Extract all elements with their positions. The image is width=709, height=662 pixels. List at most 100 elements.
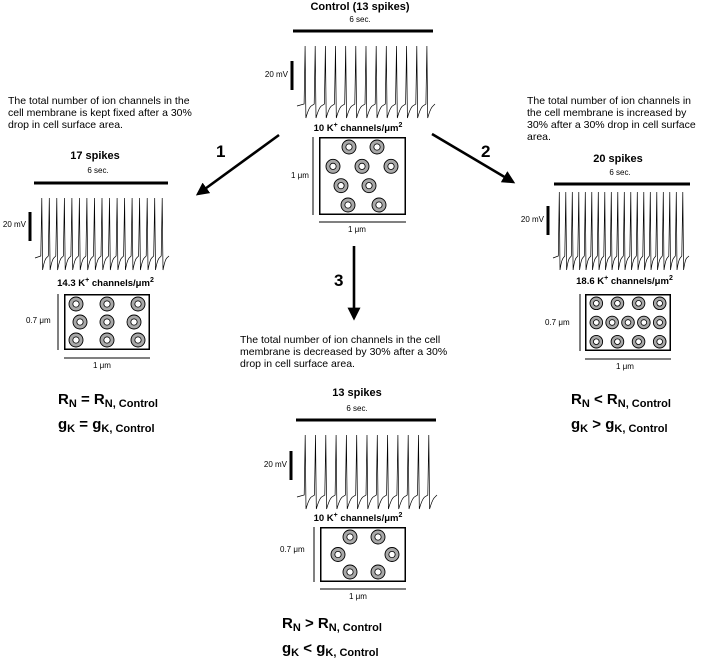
ion-channel [384,547,400,562]
ion-channel [68,296,84,312]
left-time-bar [34,181,168,185]
ion-channel [130,296,146,312]
bottom-height-label: 0.7 μm [280,545,305,554]
right-resistance-equation: RN < RN, Control [571,391,671,410]
ion-channel [637,315,651,330]
bottom-membrane-patch [320,527,406,582]
ion-channel [631,334,646,349]
right-time-bar [554,182,690,186]
left-conductance-equation: gK = gK, Control [58,416,155,435]
arrow-2-label: 2 [481,142,491,161]
arrow-3-label: 3 [334,271,344,290]
control-height-bracket [312,137,314,215]
left-description: The total number of ion channels in the … [8,95,192,131]
ion-channel [652,334,667,349]
ion-channel [99,332,115,348]
bottom-conductance-equation: gK < gK, Control [282,640,379,659]
spike-path [552,191,690,271]
control-title: Control (13 spikes) [310,1,410,13]
left-membrane-patch [64,294,150,350]
bottom-channel-density: 10 K+ channels/μm2 [313,512,403,525]
right-height-label: 0.7 μm [545,318,570,327]
right-channel-density: 18.6 K+ channels/μm2 [576,275,673,288]
ion-channel [340,197,356,213]
ion-channel [589,334,604,349]
ion-channel [126,314,142,330]
spike-path [296,434,438,510]
bottom-voltage-scale: 20 mV [263,460,287,469]
right-width-label: 1 μm [616,362,634,371]
bottom-duration: 6 sec. [346,404,368,413]
right-spike-trace [552,191,690,271]
control-voltage-bar [290,61,294,90]
bottom-voltage-bar [289,451,293,480]
spike-path [34,197,170,271]
right-description: The total number of ion channels in the … [527,95,696,143]
left-resistance-equation: RN = RN, Control [58,391,158,410]
ion-channel [369,139,385,155]
ion-channel [99,314,115,330]
ion-channel [342,529,358,545]
ion-channel [130,332,146,348]
ion-channel [621,315,635,330]
membrane-border [319,137,406,215]
arrow-1 [195,133,280,196]
control-membrane-patch [319,137,406,215]
bottom-time-bar [296,418,436,422]
ion-channel [99,296,115,312]
arrow-1-label: 1 [216,142,226,161]
ion-channel [652,315,667,330]
ion-channel [610,334,625,349]
bottom-width-label: 1 μm [349,592,367,601]
ion-channel [605,315,619,330]
ion-channel [361,178,377,194]
ion-channel [370,529,386,545]
bottom-resistance-equation: RN > RN, Control [282,615,382,634]
right-height-bracket [579,294,581,351]
left-width-label: 1 μm [93,361,111,370]
right-voltage-bar [546,206,550,235]
left-width-bracket [64,357,150,359]
left-voltage-bar [28,212,32,241]
left-spike-trace [34,197,170,271]
left-duration: 6 sec. [87,166,109,175]
left-title: 17 spikes [70,150,120,162]
ion-channel [383,158,399,174]
left-voltage-scale: 20 mV [2,220,26,229]
control-width-label: 1 μm [348,225,366,234]
right-conductance-equation: gK > gK, Control [571,416,668,435]
control-voltage-scale: 20 mV [264,70,288,79]
ion-channel [371,197,387,213]
ion-channel [341,139,357,155]
ion-channel [370,564,386,580]
right-voltage-scale: 20 mV [520,215,544,224]
ion-channel [354,158,370,174]
ion-channel [68,332,84,348]
control-spike-trace [296,45,436,119]
ion-channel [652,296,667,311]
ion-channel [72,314,88,330]
ion-channel [333,178,349,194]
bottom-description: The total number of ion channels in the … [240,334,448,370]
ion-channel [342,564,358,580]
control-time-bar [293,29,433,33]
right-title: 20 spikes [593,153,643,165]
arrow-2 [431,132,516,184]
control-height-label: 1 μm [291,171,309,180]
right-duration: 6 sec. [609,168,631,177]
right-width-bracket [585,358,671,360]
right-membrane-patch [585,294,671,351]
left-channel-density: 14.3 K+ channels/μm2 [57,277,154,290]
control-width-bracket [319,221,406,223]
bottom-width-bracket [320,588,406,590]
left-height-label: 0.7 μm [26,316,51,325]
ion-channel [589,315,604,330]
ion-channel [330,547,346,562]
bottom-spike-trace [296,434,438,510]
control-channel-density: 10 K+ channels/μm2 [313,122,403,135]
control-duration: 6 sec. [349,15,371,24]
left-height-bracket [57,294,59,350]
ion-channel [325,158,341,174]
bottom-height-bracket [313,527,315,582]
